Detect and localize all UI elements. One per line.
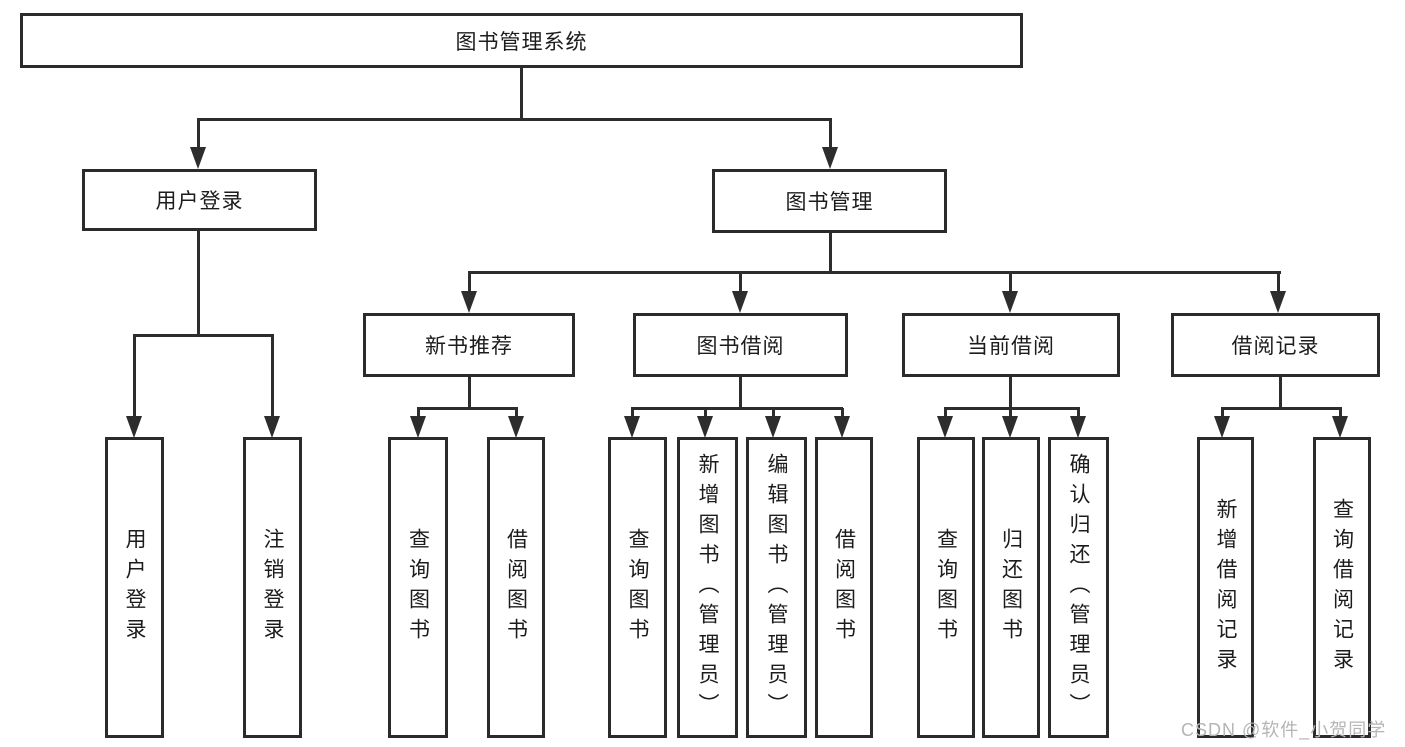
edge-line (519, 68, 523, 121)
node-user-login-leaf: 用户登录 (105, 437, 164, 738)
arrow-down-icon (834, 416, 850, 438)
edge-line (1221, 406, 1342, 410)
node-book-management: 图书管理 (712, 169, 947, 233)
arrow-down-icon (508, 416, 524, 438)
arrow-down-icon (126, 416, 142, 438)
arrow-down-icon (937, 416, 953, 438)
edge-line (1008, 408, 1012, 418)
edge-line (738, 272, 742, 293)
node-confirm-return-admin: 确认归还（管理员） (1048, 437, 1109, 738)
edge-line (467, 272, 471, 293)
edge-line (196, 119, 200, 149)
arrow-down-icon (1214, 416, 1230, 438)
edge-line (738, 377, 742, 410)
edge-line (197, 117, 832, 121)
arrow-down-icon (1002, 416, 1018, 438)
edge-line (1278, 377, 1282, 410)
edge-line (416, 408, 420, 418)
node-logout-login: 注销登录 (243, 437, 302, 738)
edge-line (944, 406, 1080, 410)
edge-line (630, 408, 634, 418)
arrow-down-icon (1070, 416, 1086, 438)
arrow-down-icon (1270, 291, 1286, 313)
edge-line (828, 233, 832, 274)
arrow-down-icon (461, 291, 477, 313)
edge-line (132, 335, 136, 418)
edge-line (1220, 408, 1224, 418)
edge-line (133, 333, 274, 337)
node-add-books-admin: 新增图书（管理员） (677, 437, 738, 738)
edge-line (771, 408, 775, 418)
node-return-books: 归还图书 (982, 437, 1040, 738)
edge-line (467, 377, 471, 410)
arrow-down-icon (624, 416, 640, 438)
edge-line (1008, 377, 1012, 410)
node-user-login: 用户登录 (82, 169, 317, 231)
node-borrow-books-recommend: 借阅图书 (487, 437, 545, 738)
node-borrow-books-borrowing: 借阅图书 (815, 437, 873, 738)
edge-line (840, 408, 844, 418)
arrow-down-icon (732, 291, 748, 313)
edge-line (1338, 408, 1342, 418)
edge-line (1076, 408, 1080, 418)
edge-line (1276, 272, 1280, 293)
node-root: 图书管理系统 (20, 13, 1023, 68)
arrow-down-icon (190, 147, 206, 169)
node-add-borrow-record: 新增借阅记录 (1197, 437, 1254, 738)
node-current-borrowing: 当前借阅 (902, 313, 1120, 377)
arrow-down-icon (264, 416, 280, 438)
edge-line (1008, 272, 1012, 293)
node-new-book-recommend: 新书推荐 (363, 313, 575, 377)
edge-line (514, 408, 518, 418)
edge-line (196, 231, 200, 337)
arrow-down-icon (765, 416, 781, 438)
edge-line (417, 406, 518, 410)
node-query-books-borrowing: 查询图书 (608, 437, 667, 738)
node-borrowing-records: 借阅记录 (1171, 313, 1380, 377)
edge-line (828, 119, 832, 149)
arrow-down-icon (697, 416, 713, 438)
node-query-books-recommend: 查询图书 (388, 437, 448, 738)
edge-line (943, 408, 947, 418)
arrow-down-icon (822, 147, 838, 169)
edge-line (703, 408, 707, 418)
node-query-borrow-record: 查询借阅记录 (1313, 437, 1371, 738)
arrow-down-icon (1002, 291, 1018, 313)
edge-line (468, 270, 1281, 274)
node-edit-books-admin: 编辑图书（管理员） (746, 437, 807, 738)
arrow-down-icon (410, 416, 426, 438)
node-book-borrowing: 图书借阅 (633, 313, 848, 377)
edge-line (270, 335, 274, 418)
arrow-down-icon (1332, 416, 1348, 438)
edge-line (631, 406, 843, 410)
node-query-books-current: 查询图书 (917, 437, 975, 738)
